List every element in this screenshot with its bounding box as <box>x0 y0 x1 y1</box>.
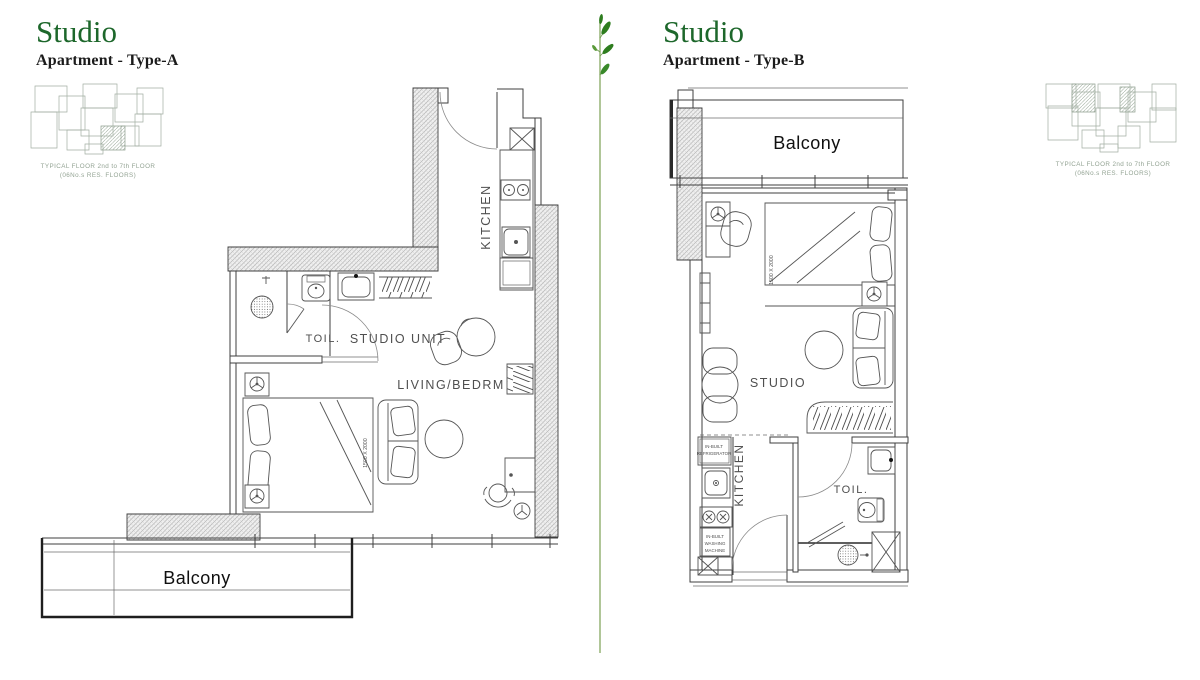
keyplan-type-b: TYPICAL FLOOR 2nd to 7th FLOOR (06No.s R… <box>1040 78 1190 177</box>
page-subtitle-left: Apartment - Type-A <box>36 52 179 69</box>
armchair-pouf-a <box>427 318 495 368</box>
label-refrigerator-1: IN-BUILT <box>705 444 723 449</box>
keyplan-caption-line2-right: (06No.s RES. FLOORS) <box>1075 170 1151 177</box>
label-living-bedrm: LIVING/BEDRM <box>397 378 505 392</box>
header-type-a: Studio Apartment - Type-A <box>36 16 179 70</box>
bed-a <box>243 398 373 512</box>
balcony-a <box>42 538 352 617</box>
walls-thin-a <box>230 89 541 514</box>
label-washer-3: MACHINE <box>705 548 725 553</box>
studio-door-a <box>322 305 378 362</box>
window-sill-a <box>42 534 558 548</box>
wall-rack-a <box>507 364 533 394</box>
balcony-b <box>670 100 908 193</box>
coat-rack-a <box>379 277 432 298</box>
kitchen-b <box>698 437 733 575</box>
round-table-b <box>805 331 843 369</box>
walls-hatched-a <box>127 88 558 540</box>
toilet-room-a <box>251 271 330 333</box>
label-kitchen-a: KITCHEN <box>479 184 493 249</box>
page-subtitle-right: Apartment - Type-B <box>663 52 805 69</box>
keyplan-caption-line2-left: (06No.s RES. FLOORS) <box>60 172 136 179</box>
label-washer-2: WASHING <box>705 541 726 546</box>
keyplan-building-outline-b <box>1046 84 1176 152</box>
label-refrigerator-2: REFRIGERATOR <box>697 451 731 456</box>
entrance-door-a <box>440 92 497 149</box>
nightstand-top-a <box>245 373 269 396</box>
kitchen-counter-a <box>500 128 534 290</box>
keyplan-caption-line1-left: TYPICAL FLOOR 2nd to 7th FLOOR <box>41 163 156 170</box>
keyplan-unit-highlight <box>101 126 125 150</box>
sofa-b <box>853 308 893 388</box>
nightstand-b <box>862 282 887 306</box>
keyplan-caption-line1-right: TYPICAL FLOOR 2nd to 7th FLOOR <box>1056 161 1171 168</box>
label-washer-1: IN-BUILT <box>706 534 724 539</box>
walls-b <box>677 88 908 586</box>
divider-plant <box>592 14 614 668</box>
keyplan-unit-highlight-b2 <box>1120 87 1135 112</box>
nightstand-bottom-a <box>245 485 269 508</box>
header-type-b: Studio Apartment - Type-B <box>663 16 805 70</box>
label-toilet-a: TOIL. <box>306 333 341 345</box>
sofa-a <box>378 400 418 484</box>
keyplan-type-a: TYPICAL FLOOR 2nd to 7th FLOOR (06No.s R… <box>25 80 175 179</box>
floorplan-type-a: KITCHEN TOIL. <box>30 85 575 640</box>
label-studio-b: STUDIO <box>750 376 806 390</box>
wash-basin-a <box>338 273 374 300</box>
wardrobe-b <box>700 273 710 333</box>
floorplan-type-b: Balcony 1500 X 2000 <box>655 85 925 625</box>
desk-chair-b <box>706 202 754 257</box>
desk-chair-a <box>484 458 535 519</box>
plant-leaves <box>592 14 614 76</box>
label-bed-size-b: 1500 X 2000 <box>769 255 775 285</box>
page-title-left: Studio <box>36 14 117 49</box>
entrance-door-b <box>732 515 787 570</box>
coat-rack-b <box>807 402 893 433</box>
label-balcony-b: Balcony <box>773 133 841 153</box>
round-table-a <box>425 420 463 458</box>
label-toilet-b: TOIL. <box>834 484 869 496</box>
label-balcony-a: Balcony <box>163 568 231 588</box>
page-title-right: Studio <box>663 14 744 49</box>
label-kitchen-b: KITCHEN <box>732 443 746 506</box>
dining-set-b <box>702 348 738 422</box>
toilet-room-b <box>770 437 908 572</box>
keyplan-unit-highlight-b1 <box>1072 84 1095 112</box>
label-bed-size-a: 1500 X 2000 <box>363 438 369 468</box>
label-studio-unit: STUDIO UNIT <box>350 332 446 346</box>
keyplan-building-outline <box>31 84 163 154</box>
